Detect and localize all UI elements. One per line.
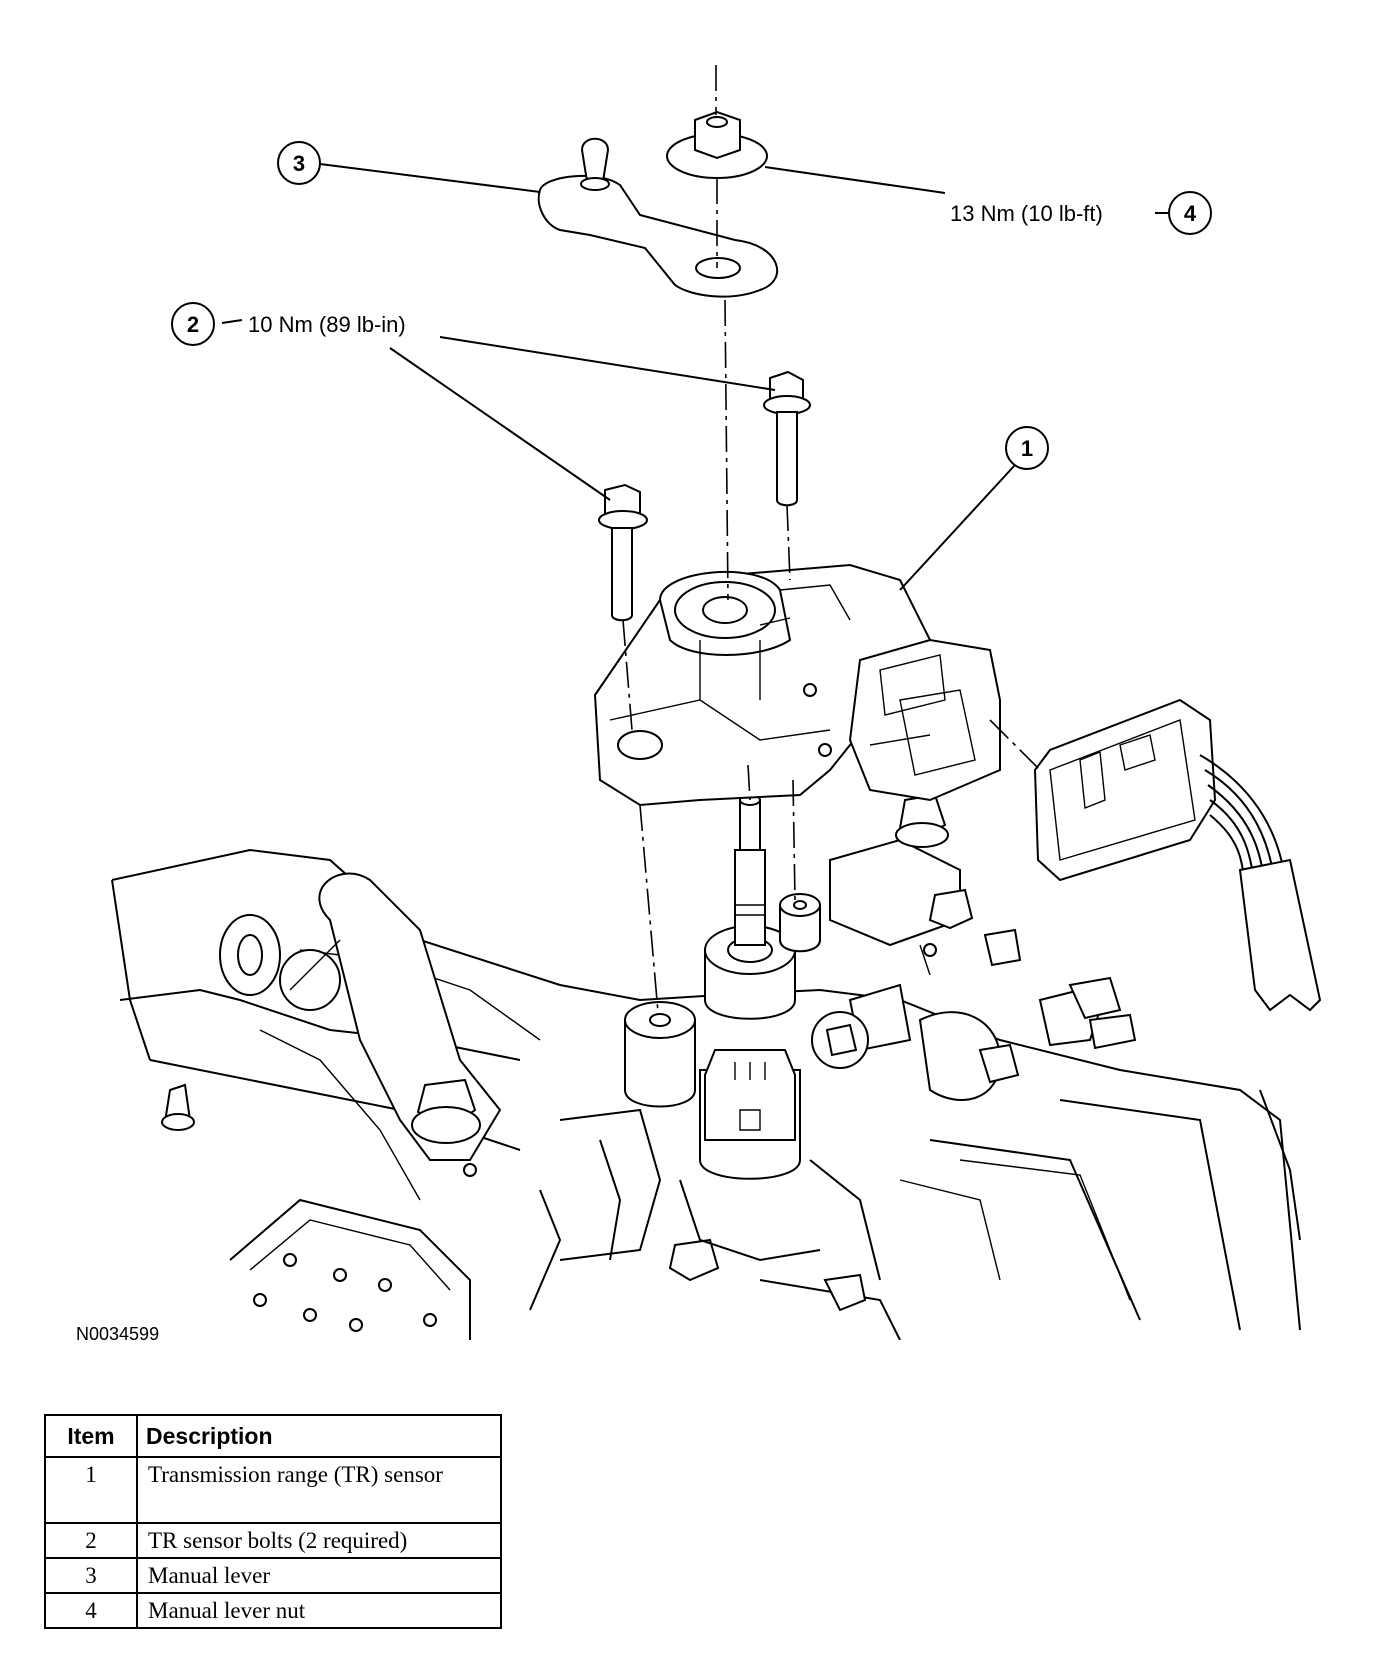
legend-item-number: 4: [44, 1592, 138, 1629]
wiring-harness-connector: [1033, 698, 1322, 1012]
callout-2-circle: [171, 302, 215, 346]
alignment-lines: [622, 65, 1041, 1013]
callout-2-number: 2: [187, 312, 199, 337]
callout-4: 13 Nm (10 lb-ft) 4: [950, 191, 1212, 235]
legend-header-row: Item Description: [44, 1414, 502, 1458]
callout-1: 1: [1005, 426, 1049, 470]
callout-1-circle: [1005, 426, 1049, 470]
callout-3-circle: [277, 141, 321, 185]
callout-1-number: 1: [1021, 436, 1033, 461]
callout-4-circle: [1168, 191, 1212, 235]
callout-3-number: 3: [293, 151, 305, 176]
tr-sensor-bolts: [598, 370, 811, 622]
callout-4-torque: 13 Nm (10 lb-ft): [950, 201, 1103, 226]
table-row: 3 Manual lever: [44, 1557, 502, 1594]
callout-4-number: 4: [1184, 201, 1197, 226]
legend-item-number: 3: [44, 1557, 138, 1594]
legend-item-description: Transmission range (TR) sensor: [136, 1456, 502, 1524]
callout-2-torque: 10 Nm (89 lb-in): [248, 312, 406, 337]
table-row: 4 Manual lever nut: [44, 1592, 502, 1629]
table-row: 2 TR sensor bolts (2 required): [44, 1522, 502, 1559]
legend-item-number: 2: [44, 1522, 138, 1559]
leader-lines: [221, 163, 1168, 591]
callout-3: 3: [277, 141, 321, 185]
legend-item-description: TR sensor bolts (2 required): [136, 1522, 502, 1559]
legend-item-description: Manual lever: [136, 1557, 502, 1594]
legend-header-item: Item: [44, 1414, 138, 1458]
callout-2: 2 10 Nm (89 lb-in): [171, 302, 406, 346]
tr-sensor: [593, 563, 1001, 807]
legend-item-description: Manual lever nut: [136, 1592, 502, 1629]
exploded-view-diagram: 3 13 Nm (10 lb-ft) 4 2 10 Nm (89 lb-in) …: [76, 65, 1322, 1340]
figure-reference: N0034599: [76, 1324, 159, 1340]
parts-legend-table: Item Description 1 Transmission range (T…: [44, 1414, 502, 1629]
legend-item-number: 1: [44, 1456, 138, 1524]
table-row: 1 Transmission range (TR) sensor: [44, 1456, 502, 1524]
legend-header-description: Description: [136, 1414, 502, 1458]
manual-lever-nut: [666, 110, 768, 179]
transmission-case: [111, 793, 1301, 1340]
